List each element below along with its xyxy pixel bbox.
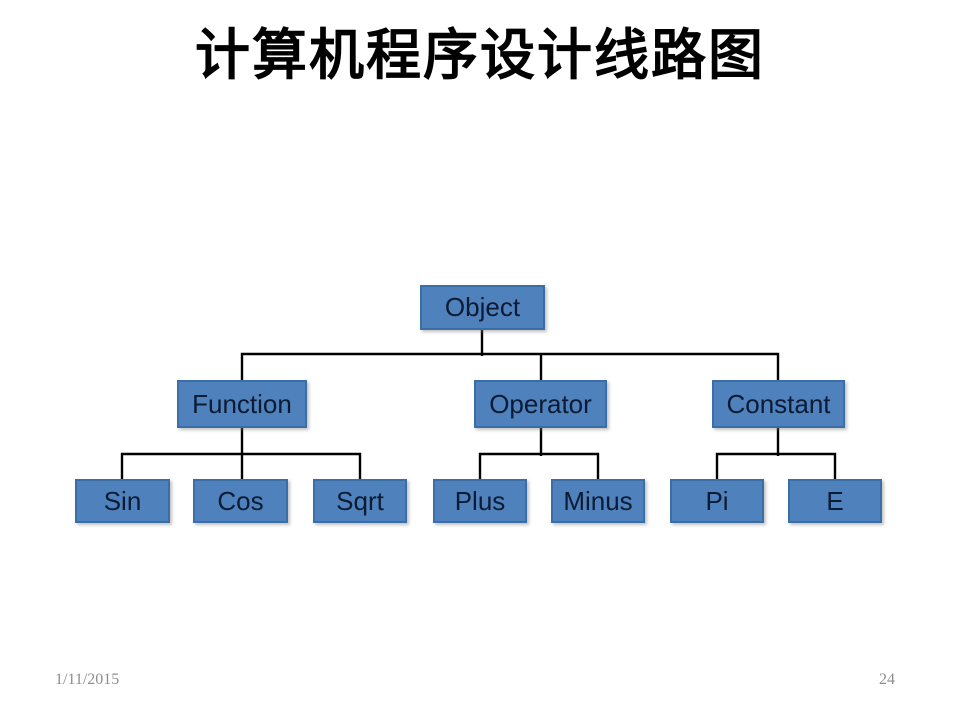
page-number: 24 [879, 671, 895, 688]
slide-date: 1/11/2015 [55, 671, 120, 688]
node-sin: Sin [75, 479, 170, 523]
node-function: Function [177, 380, 307, 428]
node-object: Object [420, 285, 545, 330]
node-cos: Cos [193, 479, 288, 523]
node-plus: Plus [433, 479, 527, 523]
node-sqrt: Sqrt [313, 479, 407, 523]
node-pi: Pi [670, 479, 764, 523]
node-e: E [788, 479, 882, 523]
node-minus: Minus [551, 479, 645, 523]
slide-title: 计算机程序设计线路图 [194, 22, 765, 87]
node-constant: Constant [712, 380, 845, 428]
node-operator: Operator [474, 380, 607, 428]
